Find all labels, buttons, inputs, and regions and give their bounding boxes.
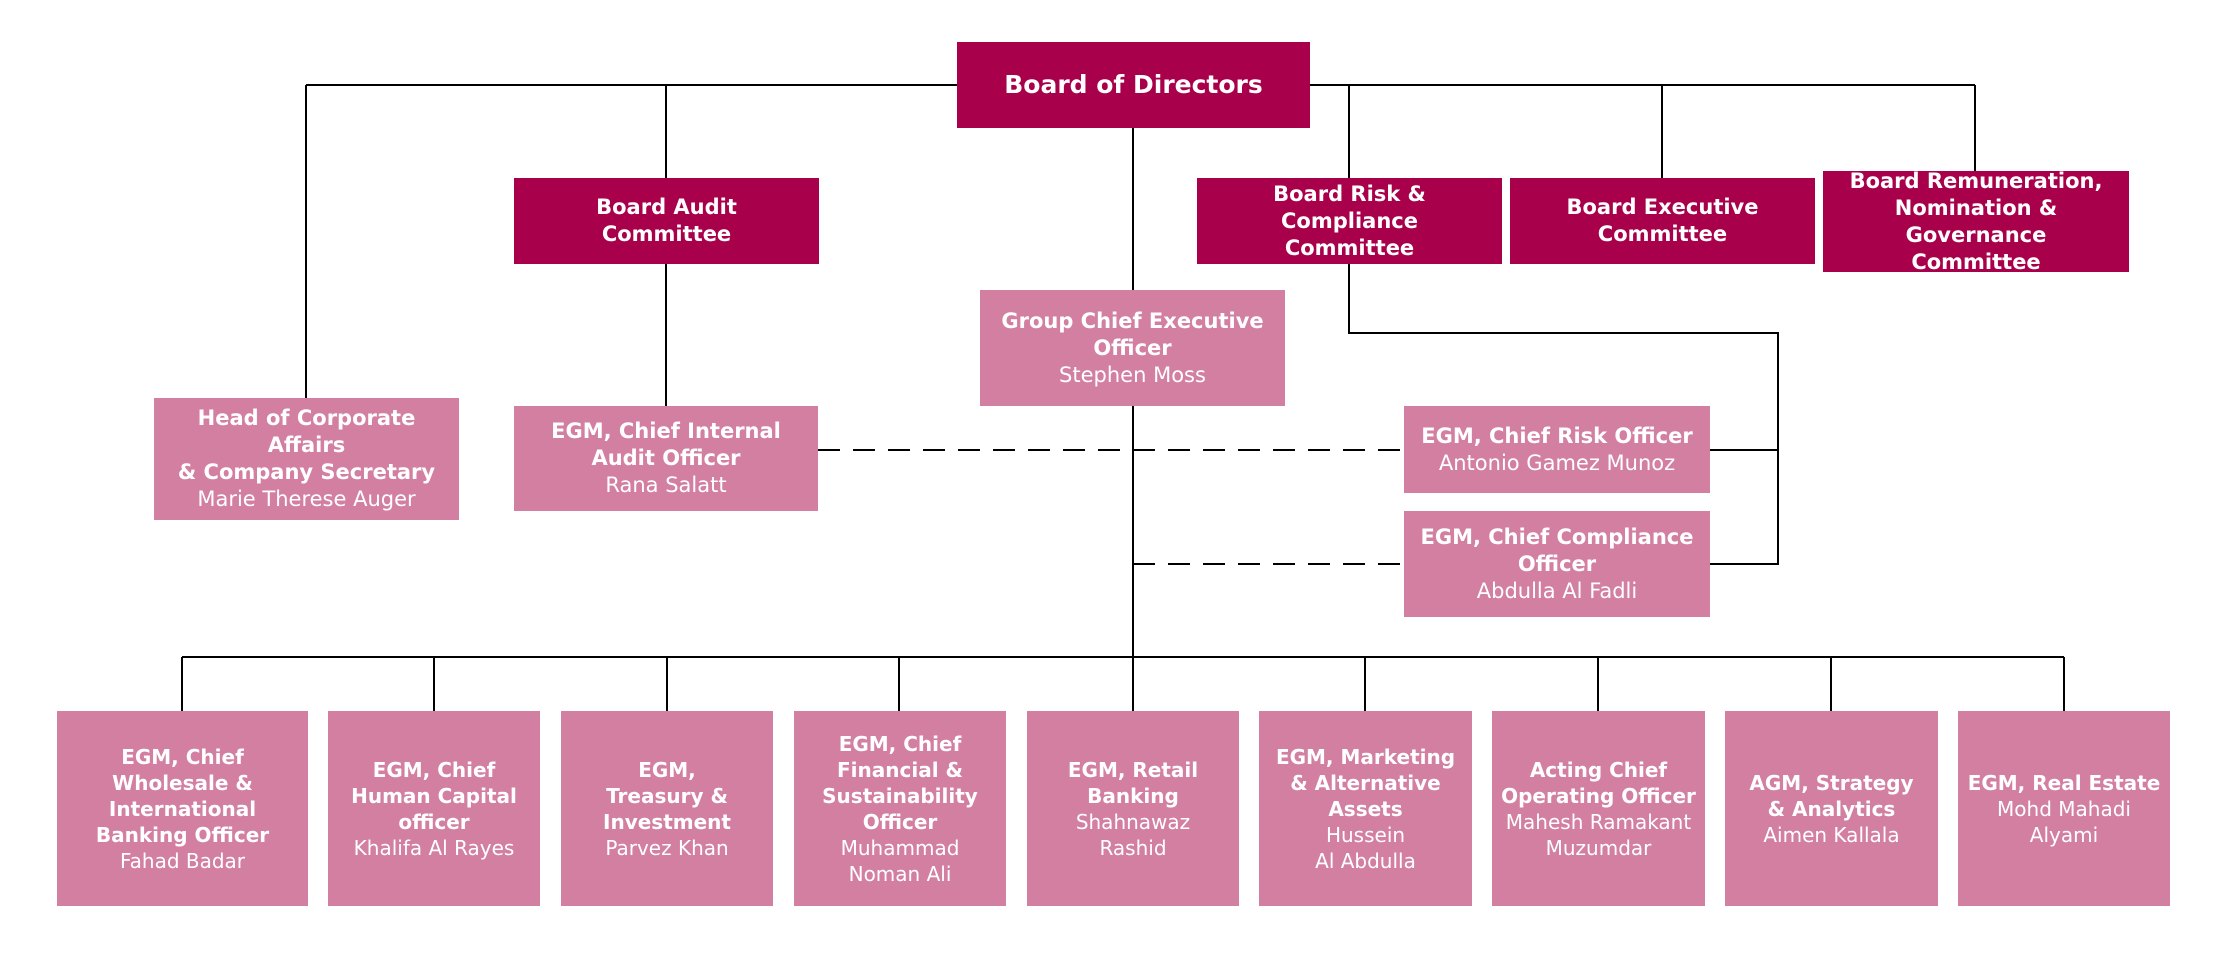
executive-name: Hussein Al Abdulla (1315, 822, 1416, 873)
executive-name: Muhammad Noman Ali (840, 835, 960, 886)
executive-human-capital: EGM, Chief Human Capital officer Khalifa… (328, 711, 540, 906)
executive-title: Acting Chief Operating Officer (1501, 757, 1696, 808)
executive-title: EGM, Chief Human Capital officer (351, 757, 517, 834)
board-title: Board of Directors (1004, 70, 1263, 99)
executive-wholesale-banking: EGM, Chief Wholesale & International Ban… (57, 711, 308, 906)
executive-name: Mohd Mahadi Alyami (1997, 796, 2131, 847)
secretary-name: Marie Therese Auger (197, 487, 416, 511)
compliance-officer-title: EGM, Chief Compliance Officer (1420, 524, 1694, 576)
board-executive-committee: Board Executive Committee (1510, 178, 1815, 264)
executive-operations: Acting Chief Operating Officer Mahesh Ra… (1492, 711, 1705, 906)
chief-internal-audit-officer: EGM, Chief Internal Audit Officer Rana S… (514, 406, 818, 511)
board-audit-committee: Board Audit Committee (514, 178, 819, 264)
chief-risk-officer: EGM, Chief Risk Officer Antonio Gamez Mu… (1404, 406, 1710, 493)
executive-title: EGM, Real Estate (1967, 770, 2161, 795)
board-of-directors: Board of Directors (957, 42, 1310, 128)
head-corporate-affairs: Head of Corporate Affairs & Company Secr… (154, 398, 459, 520)
chief-compliance-officer: EGM, Chief Compliance Officer Abdulla Al… (1404, 511, 1710, 617)
executive-title: EGM, Chief Financial & Sustainability Of… (822, 731, 978, 834)
internal-audit-title: EGM, Chief Internal Audit Officer (551, 419, 781, 470)
ceo-title: Group Chief Executive Officer (1001, 308, 1264, 360)
executive-name: Mahesh Ramakant Muzumdar (1505, 809, 1692, 860)
risk-officer-name: Antonio Gamez Munoz (1438, 450, 1676, 475)
compliance-officer-name: Abdulla Al Fadli (1476, 578, 1638, 603)
executive-title: EGM, Treasury & Investment (603, 757, 731, 834)
executive-treasury: EGM, Treasury & Investment Parvez Khan (561, 711, 773, 906)
executive-marketing: EGM, Marketing & Alternative Assets Huss… (1259, 711, 1472, 906)
ceo-name: Stephen Moss (1059, 362, 1206, 387)
executive-financial: EGM, Chief Financial & Sustainability Of… (794, 711, 1006, 906)
secretary-title: Head of Corporate Affairs & Company Secr… (177, 406, 436, 484)
board-risk-compliance-committee: Board Risk & Compliance Committee (1197, 178, 1502, 264)
group-ceo: Group Chief Executive Officer Stephen Mo… (980, 290, 1285, 406)
internal-audit-name: Rana Salatt (605, 473, 727, 497)
executive-strategy: AGM, Strategy & Analytics Aimen Kallala (1725, 711, 1938, 906)
committee-title: Board Remuneration, Nomination & Governa… (1849, 168, 2103, 274)
committee-title: Board Audit Committee (596, 195, 737, 246)
executive-name: Parvez Khan (605, 835, 729, 860)
board-remuneration-committee: Board Remuneration, Nomination & Governa… (1823, 169, 2129, 274)
executive-retail-banking: EGM, Retail Banking Shahnawaz Rashid (1027, 711, 1239, 906)
executive-name: Fahad Badar (119, 848, 246, 873)
executive-name: Shahnawaz Rashid (1075, 809, 1191, 860)
executive-title: EGM, Chief Wholesale & International Ban… (95, 744, 270, 847)
executive-name: Aimen Kallala (1763, 822, 1900, 847)
executive-title: EGM, Retail Banking (1067, 757, 1199, 808)
connector-risk-bracket (1348, 264, 1779, 565)
executive-name: Khalifa Al Rayes (353, 835, 515, 860)
committee-title: Board Risk & Compliance Committee (1273, 181, 1426, 260)
executive-title: AGM, Strategy & Analytics (1749, 770, 1914, 821)
risk-officer-title: EGM, Chief Risk Officer (1421, 423, 1693, 448)
executive-real-estate: EGM, Real Estate Mohd Mahadi Alyami (1958, 711, 2170, 906)
committee-title: Board Executive Committee (1566, 195, 1759, 246)
executive-title: EGM, Marketing & Alternative Assets (1275, 744, 1456, 821)
